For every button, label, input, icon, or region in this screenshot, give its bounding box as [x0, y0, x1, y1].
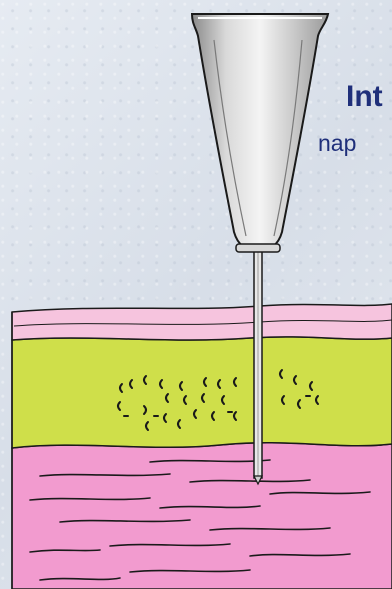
needle-hub	[192, 14, 328, 250]
caption-title: Int	[346, 80, 383, 114]
muscle-layer	[12, 443, 392, 589]
skin-cross-section	[12, 304, 392, 589]
fat-layer	[12, 337, 392, 448]
epidermis-layer	[12, 304, 392, 340]
caption-subtitle: nap	[318, 130, 356, 157]
